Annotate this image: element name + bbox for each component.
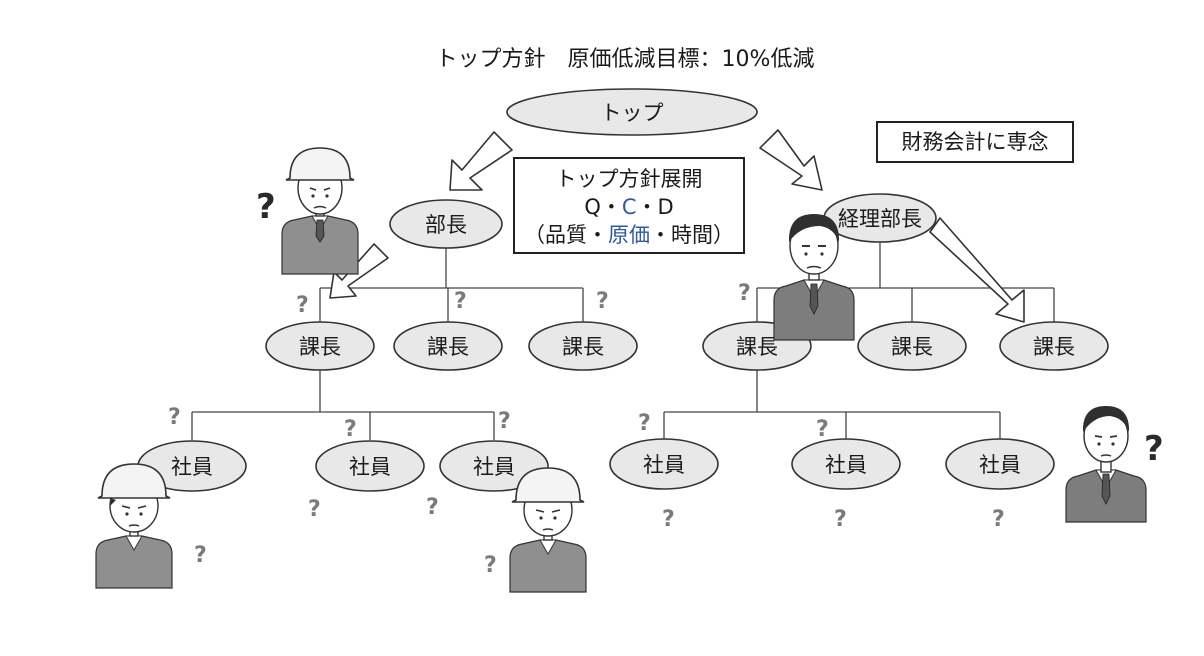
right-staff: 社員 社員 社員 <box>609 438 1055 490</box>
left-chief-1: 課長 <box>299 335 341 359</box>
question-mark-icon: ? <box>308 497 321 522</box>
diagram-title: トップ方針 原価低減目標：10%低減 <box>436 47 815 72</box>
left-staff: 社員 社員 社員 <box>137 440 549 492</box>
top-node: トップ <box>506 88 758 136</box>
right-manager-label: 経理部長 <box>838 207 922 231</box>
worker-helmet-icon <box>281 147 359 275</box>
left-chief-3: 課長 <box>562 335 604 359</box>
policy-box-detail: （品質・原価・時間） <box>524 223 734 247</box>
worker-helmet-icon <box>95 463 173 589</box>
question-mark-icon: ? <box>992 507 1005 532</box>
question-mark-icon: ? <box>1144 429 1164 469</box>
question-mark-icon: ? <box>498 409 511 434</box>
right-chief-1: 課長 <box>736 335 778 359</box>
left-section-chiefs: 課長 課長 課長 <box>265 321 638 371</box>
left-manager-label: 部長 <box>425 213 467 237</box>
businessman-icon <box>1065 406 1147 523</box>
question-mark-icon: ? <box>596 289 609 314</box>
right-staff-2: 社員 <box>825 453 867 477</box>
left-manager-node: 部長 <box>389 199 503 249</box>
finance-box-label: 財務会計に専念 <box>902 130 1049 154</box>
question-mark-icon: ? <box>454 289 467 314</box>
arrow-top-to-manager-icon <box>449 131 513 191</box>
question-mark-icon: ? <box>484 553 497 578</box>
right-chief-3: 課長 <box>1033 335 1075 359</box>
right-chief-2: 課長 <box>891 335 933 359</box>
left-staff-2: 社員 <box>349 455 391 479</box>
top-node-label: トップ <box>601 101 664 125</box>
question-mark-icon: ? <box>194 543 207 568</box>
policy-box-qcd: Q・C・D <box>584 195 673 219</box>
policy-box: トップ方針展開 Q・C・D （品質・原価・時間） <box>513 157 745 254</box>
left-staff-1: 社員 <box>171 455 213 479</box>
arrow-manager-to-chief-icon <box>329 243 389 299</box>
businessman-icon <box>773 214 855 341</box>
question-mark-icon: ? <box>816 417 829 442</box>
right-staff-3: 社員 <box>979 453 1021 477</box>
arrow-top-to-finance-manager-icon <box>759 129 823 191</box>
finance-box: 財務会計に専念 <box>876 121 1074 163</box>
question-mark-icon: ? <box>426 495 439 520</box>
question-mark-icon: ? <box>168 405 181 430</box>
left-chief-2: 課長 <box>427 335 469 359</box>
question-mark-icon: ? <box>738 281 751 306</box>
right-section-chiefs: 課長 課長 課長 <box>702 321 1109 371</box>
policy-box-title: トップ方針展開 <box>556 167 703 191</box>
question-mark-icon: ? <box>834 507 847 532</box>
question-marks: ? ? ? ? ? ? ? ? ? ? ? ? ? ? ? ? <box>168 281 1005 578</box>
question-mark-icon: ? <box>296 293 309 318</box>
left-staff-3: 社員 <box>473 455 515 479</box>
right-staff-1: 社員 <box>643 453 685 477</box>
right-manager-node: 経理部長 <box>823 193 937 243</box>
question-mark-icon: ? <box>344 417 357 442</box>
question-mark-icon: ? <box>662 507 675 532</box>
arrow-finance-manager-to-chief-icon <box>929 217 1025 323</box>
question-mark-icon: ? <box>256 187 276 227</box>
question-mark-icon: ? <box>638 411 651 436</box>
worker-helmet-icon <box>509 467 587 593</box>
left-connectors <box>191 248 584 440</box>
